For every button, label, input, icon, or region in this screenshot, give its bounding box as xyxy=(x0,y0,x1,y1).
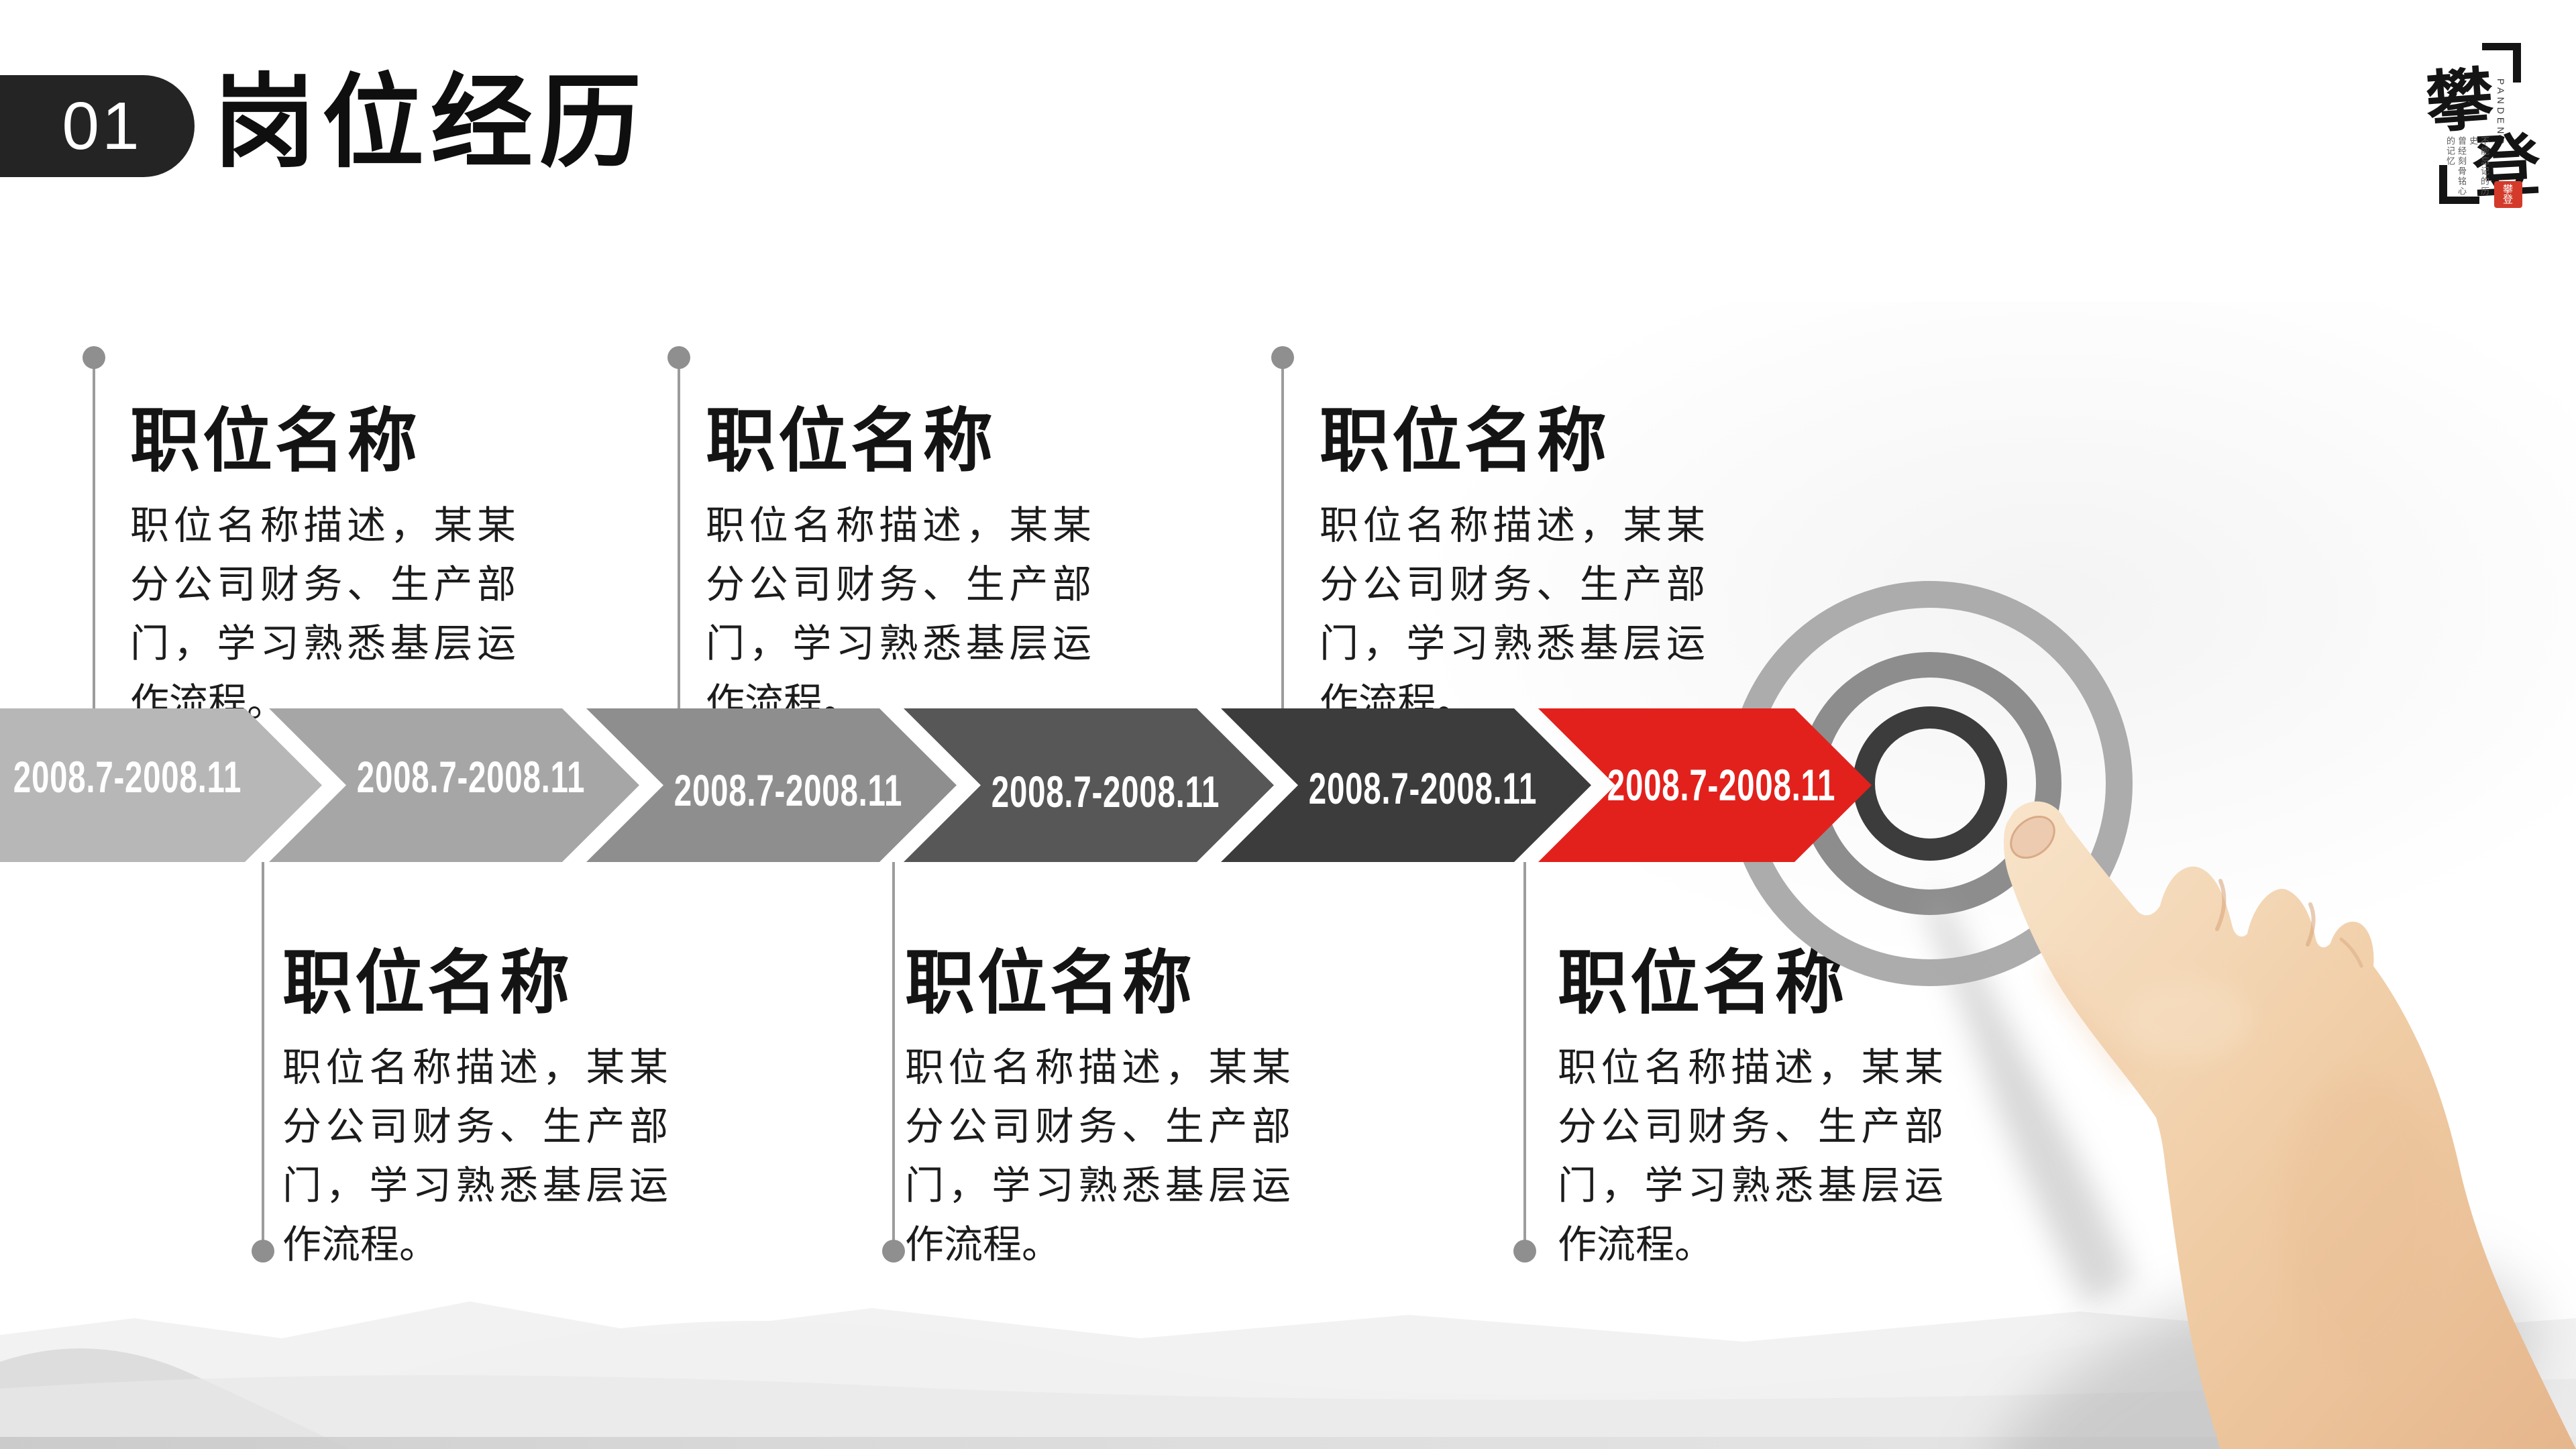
connector-dot xyxy=(882,1240,905,1263)
description-line: 分公司财务、生产部 xyxy=(1558,1105,1943,1149)
connector-line xyxy=(1281,358,1284,710)
position-description: 职位名称描述，某某分公司财务、生产部门，学习熟悉基层运作流程。 xyxy=(282,1038,668,1275)
logo-corner-bracket-top-icon xyxy=(2482,43,2521,83)
description-line: 职位名称描述，某某 xyxy=(905,1046,1291,1090)
description-line: 职位名称描述，某某 xyxy=(706,504,1091,548)
pointing-hand-image xyxy=(1925,801,2576,1449)
timeline-arrow-5: 2008.7-2008.11 xyxy=(1221,708,1591,862)
position-description: 职位名称描述，某某分公司财务、生产部门，学习熟悉基层运作流程。 xyxy=(706,496,1091,733)
arrow-date-label: 2008.7-2008.11 xyxy=(674,765,903,815)
arrow-date-label: 2008.7-2008.11 xyxy=(991,767,1220,816)
position-entry-top-3: 职位名称职位名称描述，某某分公司财务、生产部门，学习熟悉基层运作流程。 xyxy=(1320,402,1705,733)
description-line: 分公司财务、生产部 xyxy=(905,1105,1291,1149)
position-title: 职位名称 xyxy=(905,945,1195,1022)
connector-dot xyxy=(252,1240,274,1263)
connector-dot xyxy=(1513,1240,1536,1263)
arrow-date-label: 2008.7-2008.11 xyxy=(356,752,586,802)
connector-line xyxy=(93,358,95,710)
timeline-arrow-4: 2008.7-2008.11 xyxy=(904,708,1274,862)
description-line: 职位名称描述，某某 xyxy=(1320,504,1705,548)
description-line: 分公司财务、生产部 xyxy=(706,563,1091,607)
description-line: 门，学习熟悉基层运 xyxy=(1320,622,1705,666)
position-description: 职位名称描述，某某分公司财务、生产部门，学习熟悉基层运作流程。 xyxy=(905,1038,1291,1275)
connector-dot xyxy=(667,346,690,369)
timeline-arrow-3: 2008.7-2008.11 xyxy=(586,708,957,862)
fingernail xyxy=(2010,815,2055,859)
description-line: 作流程。 xyxy=(905,1223,1061,1267)
connector-line xyxy=(678,358,680,710)
description-line: 分公司财务、生产部 xyxy=(282,1105,668,1149)
description-line: 作流程。 xyxy=(1558,1223,1714,1267)
position-entry-top-1: 职位名称职位名称描述，某某分公司财务、生产部门，学习熟悉基层运作流程。 xyxy=(130,402,516,733)
description-line: 职位名称描述，某某 xyxy=(282,1046,668,1090)
description-line: 分公司财务、生产部 xyxy=(130,563,516,607)
logo-latin-name: PANDENG xyxy=(2496,78,2506,148)
description-line: 门，学习熟悉基层运 xyxy=(1558,1164,1943,1208)
connector-line xyxy=(892,862,895,1251)
position-title: 职位名称 xyxy=(130,402,421,480)
position-entry-bottom-3: 职位名称职位名称描述，某某分公司财务、生产部门，学习熟悉基层运作流程。 xyxy=(1558,945,1943,1275)
position-entry-bottom-1: 职位名称职位名称描述，某某分公司财务、生产部门，学习熟悉基层运作流程。 xyxy=(282,945,668,1275)
position-description: 职位名称描述，某某分公司财务、生产部门，学习熟悉基层运作流程。 xyxy=(130,496,516,733)
section-number-badge: 01 xyxy=(0,75,195,177)
section-number: 01 xyxy=(62,88,142,164)
description-line: 作流程。 xyxy=(282,1223,439,1267)
page-title: 岗位经历 xyxy=(213,66,648,180)
timeline-arrow-2: 2008.7-2008.11 xyxy=(269,708,639,862)
position-title: 职位名称 xyxy=(282,945,573,1022)
arrow-date-label: 2008.7-2008.11 xyxy=(1308,763,1538,813)
arrow-date-label: 2008.7-2008.11 xyxy=(1607,760,1836,810)
description-line: 门，学习熟悉基层运 xyxy=(706,622,1091,666)
connector-dot xyxy=(1271,346,1294,369)
position-title: 职位名称 xyxy=(1558,945,1848,1022)
position-title: 职位名称 xyxy=(706,402,996,480)
description-line: 职位名称描述，某某 xyxy=(130,504,516,548)
position-entry-bottom-2: 职位名称职位名称描述，某某分公司财务、生产部门，学习熟悉基层运作流程。 xyxy=(905,945,1291,1275)
logo-tagline: 不能忘记的历史 曾经刻骨铭心的记忆 xyxy=(2445,136,2489,197)
timeline-arrow-1: 2008.7-2008.11 xyxy=(0,708,322,862)
logo-red-seal-icon: 攀登 xyxy=(2494,181,2522,208)
connector-line xyxy=(1523,862,1526,1251)
description-line: 门，学习熟悉基层运 xyxy=(905,1164,1291,1208)
position-description: 职位名称描述，某某分公司财务、生产部门，学习熟悉基层运作流程。 xyxy=(1320,496,1705,733)
logo-corner-bracket-bottom-icon xyxy=(2439,165,2479,204)
arrow-date-label: 2008.7-2008.11 xyxy=(13,752,242,802)
description-line: 门，学习熟悉基层运 xyxy=(130,622,516,666)
mountain-silhouette-background xyxy=(0,1301,2576,1449)
position-title: 职位名称 xyxy=(1320,402,1610,480)
description-line: 门，学习熟悉基层运 xyxy=(282,1164,668,1208)
finger-shadow xyxy=(1925,892,2133,1308)
position-description: 职位名称描述，某某分公司财务、生产部门，学习熟悉基层运作流程。 xyxy=(1558,1038,1943,1275)
bottom-edge-strip xyxy=(0,1437,2576,1449)
description-line: 分公司财务、生产部 xyxy=(1320,563,1705,607)
description-line: 职位名称描述，某某 xyxy=(1558,1046,1943,1090)
hand-silhouette xyxy=(2003,801,2576,1449)
connector-line xyxy=(262,862,264,1251)
brand-logo: PANDENG 攀 登 不能忘记的历史 曾经刻骨铭心的记忆 攀登 xyxy=(2415,37,2576,225)
position-entry-top-2: 职位名称职位名称描述，某某分公司财务、生产部门，学习熟悉基层运作流程。 xyxy=(706,402,1091,733)
connector-dot xyxy=(83,346,105,369)
